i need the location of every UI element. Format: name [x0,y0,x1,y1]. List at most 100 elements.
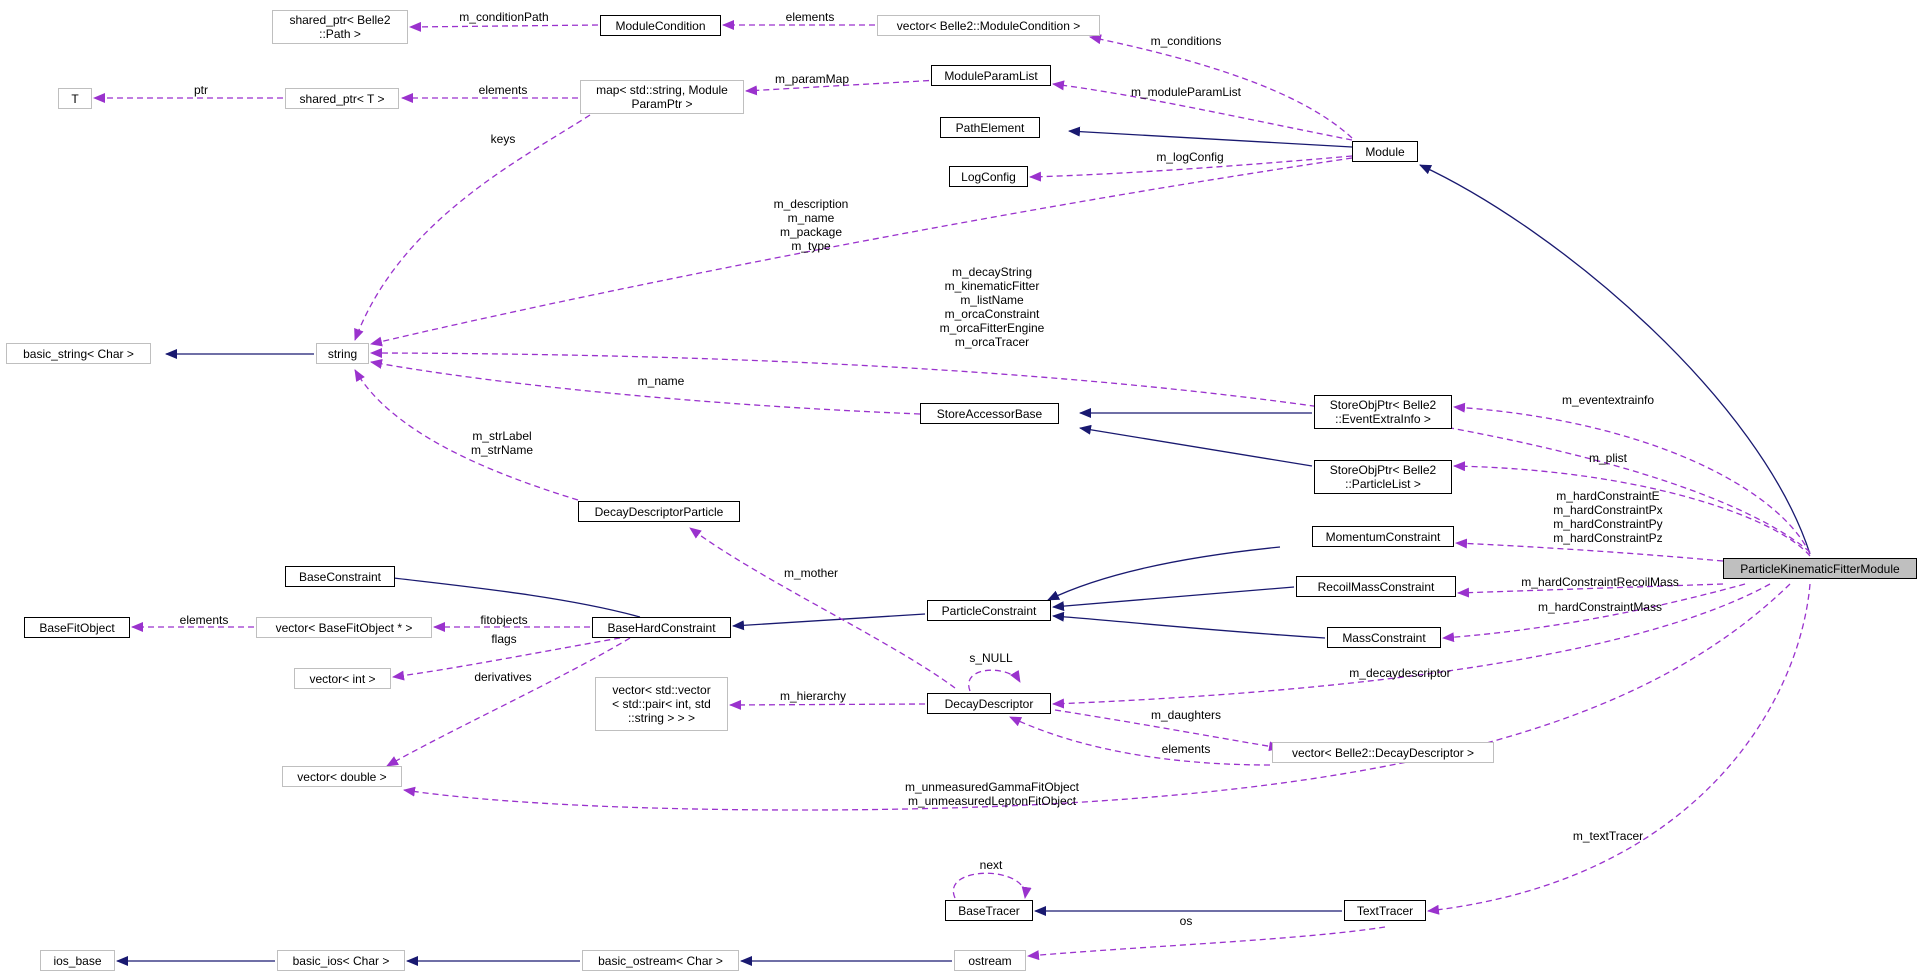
label-elements-fit: elements [180,613,229,627]
node-string[interactable]: string [316,343,369,364]
node-store-accessor-base[interactable]: StoreAccessorBase [920,403,1059,424]
label-m-daughters: m_daughters [1151,708,1221,722]
edge-module-path-element [1068,126,1353,148]
node-module-condition[interactable]: ModuleCondition [600,15,721,36]
node-module-param-list[interactable]: ModuleParamList [931,65,1051,86]
edge-fitter-module [1419,164,1811,555]
node-vector-pair[interactable]: vector< std::vector < std::pair< int, st… [595,677,728,731]
label-m-hard-constraint-mass: m_hardConstraintMass [1538,600,1662,614]
label-flags: flags [491,632,516,646]
label-ptr: ptr [194,83,208,97]
edge-vector-decay-elements [1009,716,1271,766]
node-particle-kinematic-fitter-module[interactable]: ParticleKinematicFitterModule [1723,558,1917,579]
node-shared-ptr-path[interactable]: shared_ptr< Belle2 ::Path > [272,10,408,44]
label-m-plist: m_plist [1589,451,1628,465]
label-m-eventextrainfo: m_eventextrainfo [1562,393,1654,407]
label-m-param-map: m_paramMap [775,72,849,86]
edge-particle-hard [732,613,926,631]
edge-particle-string [354,369,579,501]
label-m-log-config: m_logConfig [1156,150,1223,164]
label-os: os [1180,914,1193,928]
label-s-null: s_NULL [969,651,1013,665]
node-vector-int[interactable]: vector< int > [294,668,391,689]
node-shared-ptr-t[interactable]: shared_ptr< T > [285,88,399,109]
label-elements-conditions: elements [786,10,835,24]
node-basic-string[interactable]: basic_string< Char > [6,343,151,364]
node-module[interactable]: Module [1352,141,1418,162]
edge-fitter-mass [1442,583,1746,643]
node-basic-ios[interactable]: basic_ios< Char > [277,950,405,971]
label-m-text-tracer: m_textTracer [1573,829,1643,843]
edge-fitter-string [370,348,1811,553]
node-recoil-mass-constraint[interactable]: RecoilMassConstraint [1296,576,1456,597]
node-vector-double[interactable]: vector< double > [282,766,402,787]
edge-momentum-particle [1047,546,1281,601]
edge-text-ostream [1027,926,1386,961]
edge-decay-self [968,669,1021,692]
edge-fitter-recoil [1457,583,1724,598]
node-vector-decay-descriptor[interactable]: vector< Belle2::DecayDescriptor > [1272,742,1494,763]
edge-condition-path [409,21,599,32]
edge-base-tracer-self [952,872,1032,899]
edge-fitter-text-tracer [1427,583,1811,915]
node-particle-constraint[interactable]: ParticleConstraint [927,600,1051,621]
edge-mass-particle [1052,611,1326,639]
label-m-hard-constraint-recoil-mass: m_hardConstraintRecoilMass [1521,575,1678,589]
node-store-obj-event[interactable]: StoreObjPtr< Belle2 ::EventExtraInfo > [1314,395,1452,429]
label-m-module-param-list: m_moduleParamList [1131,85,1242,99]
edge-fitter-momentum [1455,538,1724,562]
edge-decay-particle [689,527,956,689]
node-ios-base[interactable]: ios_base [40,950,115,971]
node-base-fit-object[interactable]: BaseFitObject [24,617,130,638]
edge-recoil-particle [1052,586,1295,612]
edge-store-accessor-string [370,359,921,415]
label-m-hierarchy: m_hierarchy [780,689,846,703]
label-m-mother: m_mother [784,566,838,580]
edge-hard-vector-double [386,637,631,767]
node-text-tracer[interactable]: TextTracer [1344,900,1426,921]
node-path-element[interactable]: PathElement [940,117,1040,138]
edge-fitter-decaydescriptor [1052,583,1771,709]
node-vector-base-fit-object[interactable]: vector< BaseFitObject * > [256,617,432,638]
edge-decay-hierarchy [729,699,926,710]
edge-module-param-list [1052,80,1353,141]
edge-map-string [354,114,591,341]
node-base-constraint[interactable]: BaseConstraint [285,566,395,587]
label-elements-map: elements [479,83,528,97]
edge-module-conditions [1089,34,1353,139]
node-decay-descriptor-particle[interactable]: DecayDescriptorParticle [578,501,740,522]
node-momentum-constraint[interactable]: MomentumConstraint [1312,526,1454,547]
label-keys: keys [491,132,516,146]
edge-module-string [370,157,1353,347]
node-decay-descriptor[interactable]: DecayDescriptor [927,693,1051,714]
label-m-condition-path: m_conditionPath [459,10,548,24]
node-mass-constraint[interactable]: MassConstraint [1327,627,1441,648]
node-base-tracer[interactable]: BaseTracer [945,900,1033,921]
label-m-conditions: m_conditions [1151,34,1222,48]
node-map-param[interactable]: map< std::string, Module ParamPtr > [580,80,744,114]
node-log-config[interactable]: LogConfig [949,166,1028,187]
label-derivatives: derivatives [474,670,531,684]
node-ostream[interactable]: ostream [954,950,1026,971]
node-t[interactable]: T [58,88,92,109]
node-vector-module-condition[interactable]: vector< Belle2::ModuleCondition > [877,15,1100,36]
node-store-obj-plist[interactable]: StoreObjPtr< Belle2 ::ParticleList > [1314,460,1452,494]
edge-hard-base-constraint [376,572,641,618]
label-m-name: m_name [638,374,685,388]
edge-module-log-config [1029,155,1353,182]
edge-hard-vector-int [392,637,621,681]
edge-param-list-map [745,79,940,96]
label-next: next [980,858,1003,872]
node-base-hard-constraint[interactable]: BaseHardConstraint [592,617,731,638]
edge-fitter-vector-double [403,583,1791,811]
node-basic-ostream[interactable]: basic_ostream< Char > [582,950,739,971]
label-m-decaydescriptor: m_decaydescriptor [1349,666,1450,680]
edge-fitter-eventextrainfo [1453,402,1811,555]
